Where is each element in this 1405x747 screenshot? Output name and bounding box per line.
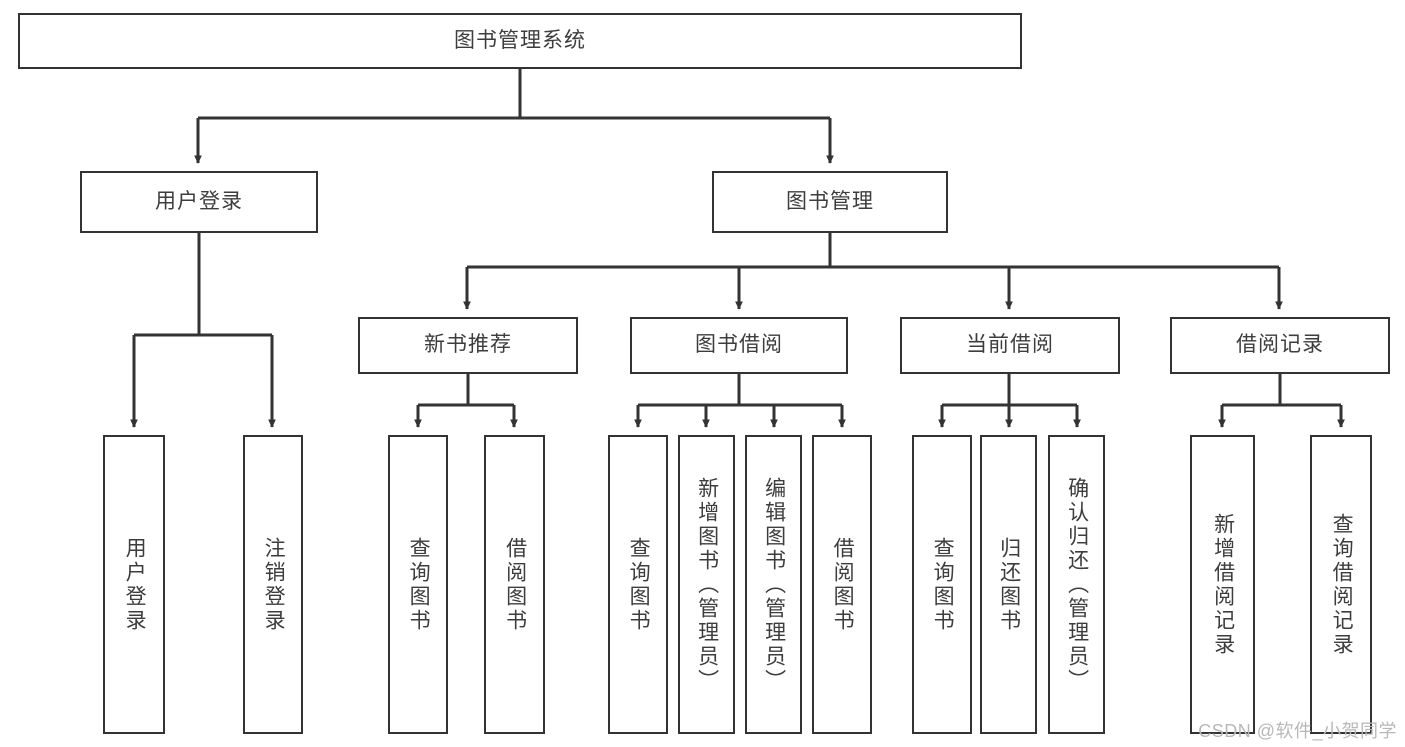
node-leaf-user-login[interactable]: 用户登录 <box>103 435 165 734</box>
node-leaf-logout[interactable]: 注销登录 <box>243 435 303 734</box>
node-leaf-query-book-recommend-label: 查询图书 <box>407 536 431 633</box>
node-root-label: 图书管理系统 <box>454 28 586 52</box>
node-leaf-edit-book-label: 编辑图书（管理员） <box>762 476 786 693</box>
node-user-login-label: 用户登录 <box>155 189 243 213</box>
node-leaf-return-book-label: 归还图书 <box>997 536 1021 633</box>
node-root[interactable]: 图书管理系统 <box>18 13 1022 69</box>
node-leaf-borrow-book-recommend-label: 借阅图书 <box>503 536 527 633</box>
node-leaf-add-book-label: 新增图书（管理员） <box>695 476 719 693</box>
node-leaf-add-borrow-record[interactable]: 新增借阅记录 <box>1190 435 1255 734</box>
node-new-book-recommend[interactable]: 新书推荐 <box>358 317 578 374</box>
node-leaf-query-book-current[interactable]: 查询图书 <box>912 435 972 734</box>
node-book-management-label: 图书管理 <box>786 189 874 213</box>
node-leaf-query-book-borrow[interactable]: 查询图书 <box>608 435 668 734</box>
node-borrow-record-label: 借阅记录 <box>1236 333 1324 357</box>
node-leaf-query-book-recommend[interactable]: 查询图书 <box>388 435 448 734</box>
node-leaf-add-borrow-record-label: 新增借阅记录 <box>1211 512 1235 657</box>
node-leaf-confirm-return[interactable]: 确认归还（管理员） <box>1048 435 1105 734</box>
node-current-borrow-label: 当前借阅 <box>966 333 1054 357</box>
node-leaf-query-borrow-record[interactable]: 查询借阅记录 <box>1310 435 1372 734</box>
node-leaf-borrow-book-recommend[interactable]: 借阅图书 <box>484 435 545 734</box>
node-book-borrow-label: 图书借阅 <box>695 333 783 357</box>
node-leaf-query-borrow-record-label: 查询借阅记录 <box>1330 512 1354 657</box>
node-user-login[interactable]: 用户登录 <box>80 171 318 233</box>
node-leaf-edit-book[interactable]: 编辑图书（管理员） <box>745 435 802 734</box>
node-borrow-record[interactable]: 借阅记录 <box>1170 317 1390 374</box>
node-book-management[interactable]: 图书管理 <box>712 171 948 233</box>
node-leaf-add-book[interactable]: 新增图书（管理员） <box>678 435 735 734</box>
node-new-book-recommend-label: 新书推荐 <box>424 333 512 357</box>
node-leaf-logout-label: 注销登录 <box>262 536 286 633</box>
node-book-borrow[interactable]: 图书借阅 <box>630 317 848 374</box>
node-leaf-query-book-current-label: 查询图书 <box>931 536 955 633</box>
node-leaf-query-book-borrow-label: 查询图书 <box>627 536 651 633</box>
node-leaf-confirm-return-label: 确认归还（管理员） <box>1065 476 1089 693</box>
node-leaf-borrow-book[interactable]: 借阅图书 <box>812 435 872 734</box>
node-current-borrow[interactable]: 当前借阅 <box>900 317 1120 374</box>
node-leaf-user-login-label: 用户登录 <box>123 536 147 633</box>
node-leaf-return-book[interactable]: 归还图书 <box>980 435 1037 734</box>
node-leaf-borrow-book-label: 借阅图书 <box>831 536 855 633</box>
